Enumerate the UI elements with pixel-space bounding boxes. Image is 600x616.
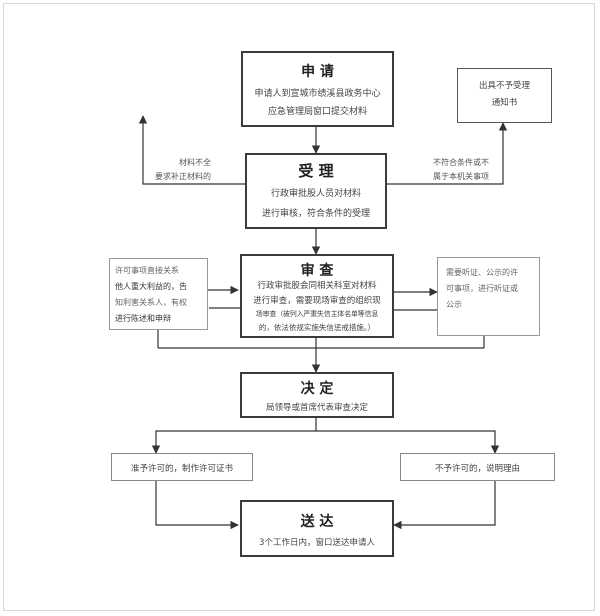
grant-text: 准予许可的，制作许可证书 (130, 464, 233, 474)
page-frame (3, 3, 595, 611)
apply-line-1: 申请人到宣城市绩溪县政务中心 (254, 89, 381, 99)
apply-title: 申 请 (301, 64, 334, 80)
stakeholder-line-1: 许可事项直接关系 (115, 266, 179, 275)
hearing-line-2: 可事项，进行听证或 (446, 284, 518, 293)
hearing-line-3: 公示 (446, 300, 462, 309)
accept-box: 受 理 行政审批股人员对材料 进行审核，符合条件的受理 (245, 153, 387, 229)
arrow-accept-to-notify (387, 122, 508, 185)
notify-line-2: 通知书 (491, 98, 518, 108)
arrow-decide-to-grant-2 (151, 430, 316, 454)
review-line-3: 场审查（被列入严重失信主体名单等信息 (255, 310, 379, 318)
stakeholder-line-2: 他人重大利益的，告 (115, 282, 187, 291)
review-box: 审 查 行政审批股会同相关科室对材料 进行审查，需要现场审查的组织现 场审查（被… (240, 254, 394, 338)
stakeholder-line-4: 进行陈述和申辩 (115, 314, 171, 323)
label-not-qualified-1: 不符合条件或不 (433, 158, 489, 167)
stakeholder-line-3: 知利害关系人，有权 (115, 298, 187, 307)
review-line-2: 进行审查，需要现场审查的组织现 (253, 296, 381, 306)
apply-box: 申 请 申请人到宣城市绩溪县政务中心 应急管理局窗口提交材料 (241, 51, 394, 127)
stakeholder-notice-box: 许可事项直接关系 他人重大利益的，告 知利害关系人，有权 进行陈述和申辩 (109, 258, 208, 330)
deliver-title: 送 达 (300, 514, 334, 530)
apply-line-2: 应急管理局窗口提交材料 (267, 107, 367, 117)
label-incomplete-materials-2: 要求补正材料的 (155, 172, 211, 181)
deny-box: 不予许可的，说明理由 (400, 453, 555, 481)
label-incomplete-materials-1: 材料不全 (179, 158, 211, 167)
deliver-line-1: 3个工作日内，窗口送达申请人 (259, 538, 375, 548)
decide-box: 决 定 局领导或首席代表审查决定 (240, 372, 394, 418)
notify-box: 出具不予受理 通知书 (457, 68, 552, 123)
deliver-box: 送 达 3个工作日内，窗口送达申请人 (240, 500, 394, 557)
accept-line-1: 行政审批股人员对材料 (270, 189, 361, 199)
review-title: 审 查 (300, 263, 334, 279)
decide-title: 决 定 (300, 381, 334, 397)
accept-title: 受 理 (298, 162, 334, 180)
arrow-deny-to-deliver (393, 481, 496, 530)
hearing-line-1: 需要听证、公示的许 (446, 268, 518, 277)
arrow-grant-to-deliver (155, 481, 239, 530)
hearing-notice-box: 需要听证、公示的许 可事项，进行听证或 公示 (437, 257, 540, 336)
arrow-accept-to-left (138, 115, 245, 185)
review-line-1: 行政审批股会同相关科室对材料 (257, 281, 377, 291)
arrow-decide-to-deny (316, 430, 500, 454)
decide-line-1: 局领导或首席代表审查决定 (265, 403, 368, 413)
notify-line-1: 出具不予受理 (478, 81, 530, 91)
review-line-4: 的，依法依规实施失信惩戒措施。） (258, 323, 376, 332)
accept-line-2: 进行审核，符合条件的受理 (261, 209, 370, 219)
deny-text: 不予许可的，说明理由 (434, 464, 520, 474)
label-not-qualified-2: 属于本机关事项 (433, 172, 489, 181)
grant-box: 准予许可的，制作许可证书 (111, 453, 253, 481)
